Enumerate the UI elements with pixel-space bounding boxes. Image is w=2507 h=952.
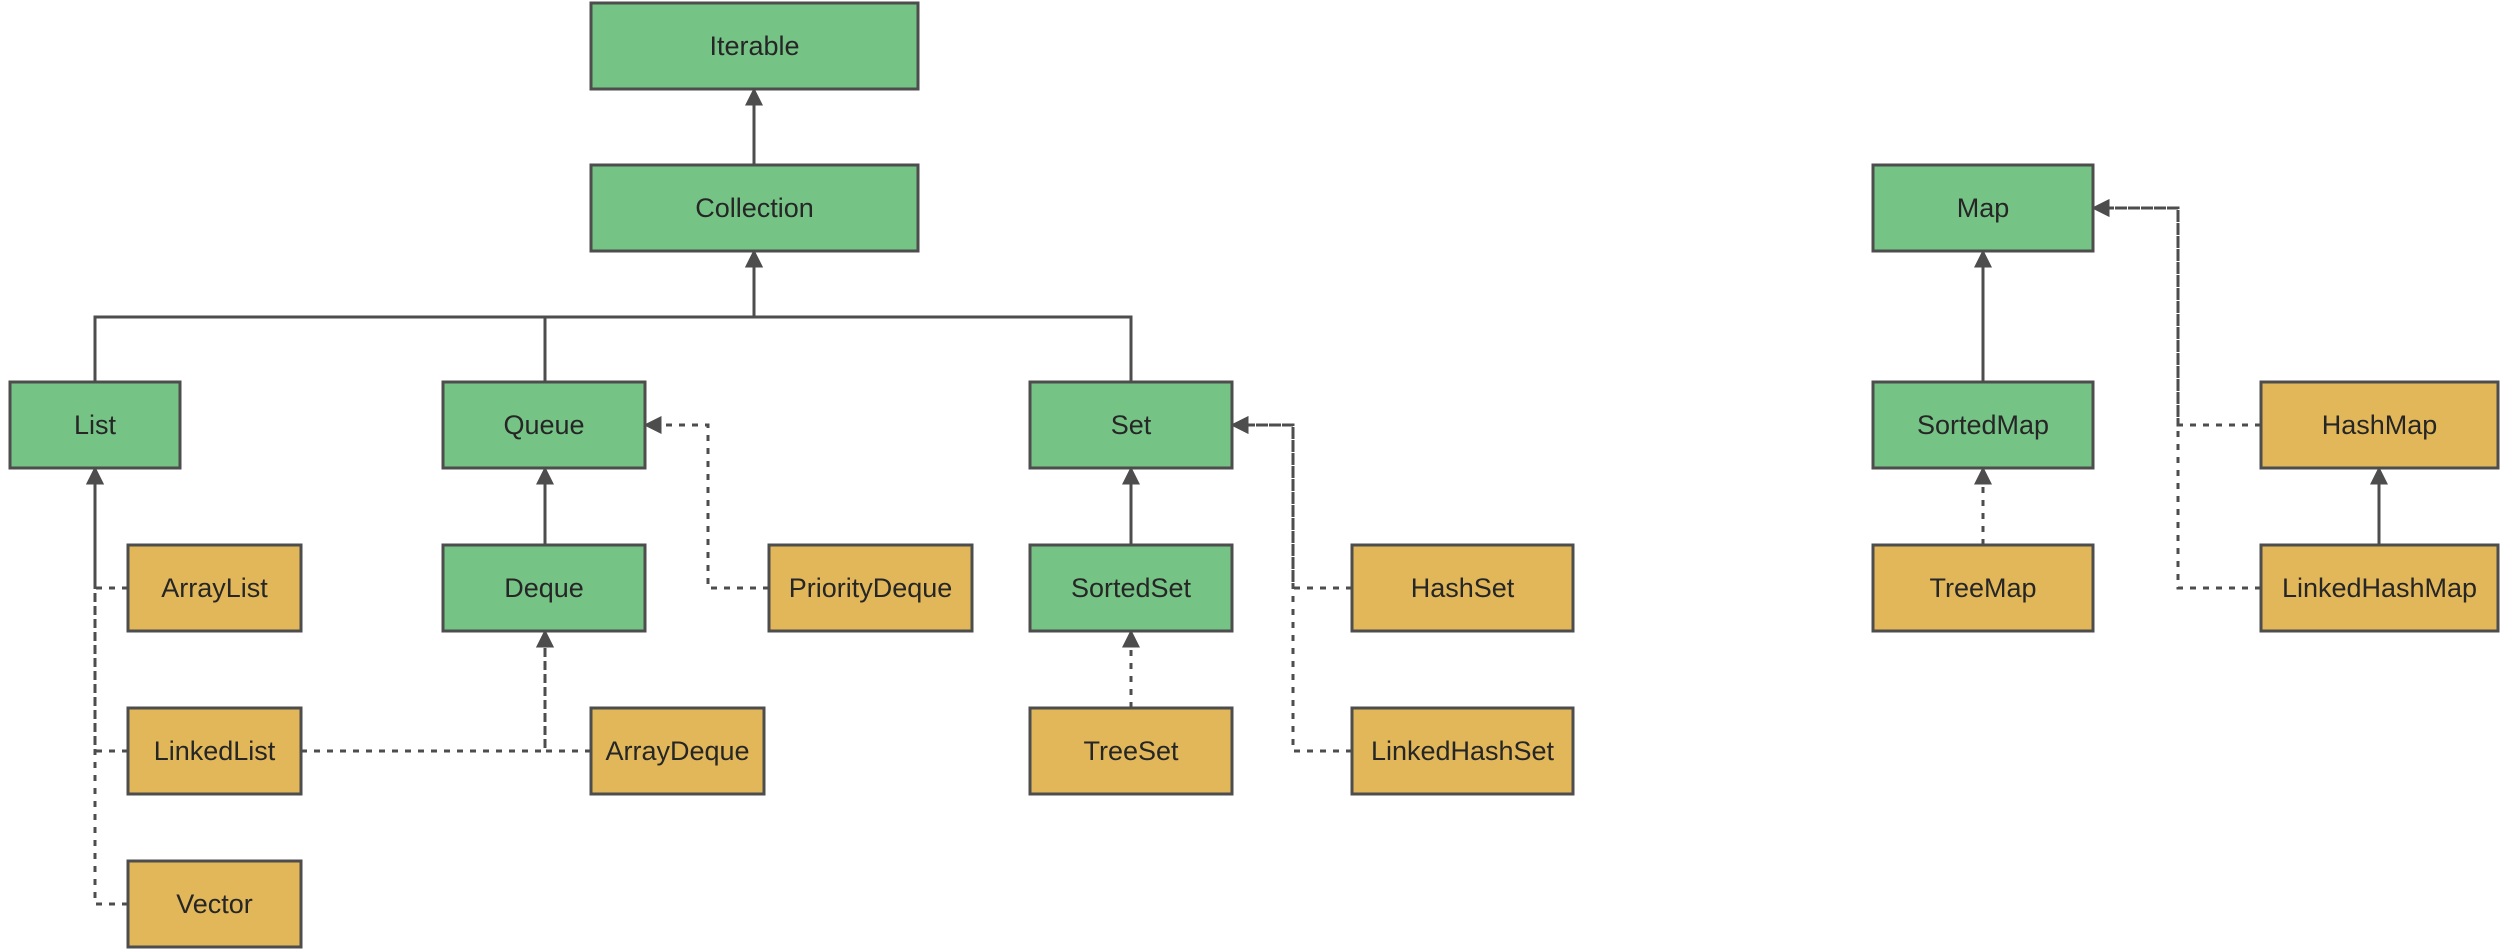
node-label-deque: Deque: [504, 573, 584, 603]
node-map: Map: [1871, 163, 2095, 253]
node-label-sortedmap: SortedMap: [1917, 410, 2049, 440]
node-arraylist: ArrayList: [126, 543, 303, 633]
node-box-treemap: [1871, 543, 2095, 633]
node-sortedmap: SortedMap: [1871, 380, 2095, 470]
node-box-collection: [589, 163, 920, 253]
node-queue: Queue: [441, 380, 647, 470]
node-iterable: Iterable: [589, 1, 920, 91]
node-label-linkedhashmap: LinkedHashMap: [2282, 573, 2477, 603]
node-box-treeset: [1028, 706, 1234, 796]
node-box-linkedhashset: [1350, 706, 1575, 796]
edge-arraylist-to-list: [86, 466, 128, 590]
node-box-list: [8, 380, 182, 470]
node-label-prioritydeque: PriorityDeque: [789, 573, 953, 603]
node-prioritydeque: PriorityDeque: [767, 543, 974, 633]
node-label-sortedset: SortedSet: [1071, 573, 1192, 603]
edge-set-to-collection: [745, 249, 1133, 382]
edge-vector-to-list: [86, 466, 128, 906]
edge-queue-to-collection: [543, 249, 763, 382]
node-box-sortedset: [1028, 543, 1234, 633]
edge-prioritydeque-to-queue: [643, 416, 769, 590]
edge-hashset-to-set: [1230, 416, 1352, 590]
node-collection: Collection: [589, 163, 920, 253]
node-box-iterable: [589, 1, 920, 91]
node-linkedlist: LinkedList: [126, 706, 303, 796]
node-box-linkedlist: [126, 706, 303, 796]
node-sortedset: SortedSet: [1028, 543, 1234, 633]
node-treeset: TreeSet: [1028, 706, 1234, 796]
node-label-vector: Vector: [176, 889, 253, 919]
node-box-prioritydeque: [767, 543, 974, 633]
node-label-linkedhashset: LinkedHashSet: [1371, 736, 1555, 766]
node-box-sortedmap: [1871, 380, 2095, 470]
node-treemap: TreeMap: [1871, 543, 2095, 633]
node-box-arraydeque: [589, 706, 766, 796]
node-label-treemap: TreeMap: [1929, 573, 2036, 603]
node-label-set: Set: [1111, 410, 1152, 440]
node-label-hashmap: HashMap: [2322, 410, 2438, 440]
node-box-queue: [441, 380, 647, 470]
node-label-treeset: TreeSet: [1083, 736, 1179, 766]
edge-linkedlist-to-list: [86, 466, 128, 753]
node-label-linkedlist: LinkedList: [154, 736, 276, 766]
node-label-list: List: [74, 410, 117, 440]
edge-arraydeque-to-deque: [536, 629, 591, 753]
node-label-iterable: Iterable: [709, 31, 799, 61]
node-set: Set: [1028, 380, 1234, 470]
node-box-hashmap: [2259, 380, 2500, 470]
node-box-hashset: [1350, 543, 1575, 633]
edge-linkedhashset-to-set: [1230, 416, 1352, 753]
edge-linkedhashmap-to-map: [2091, 199, 2261, 590]
edge-hashmap-to-map: [2091, 199, 2261, 427]
node-box-linkedhashmap: [2259, 543, 2500, 633]
node-label-arraylist: ArrayList: [161, 573, 268, 603]
node-label-arraydeque: ArrayDeque: [605, 736, 749, 766]
edge-linkedlist-to-deque: [301, 629, 554, 753]
node-label-map: Map: [1957, 193, 2010, 223]
node-hashset: HashSet: [1350, 543, 1575, 633]
node-label-queue: Queue: [503, 410, 584, 440]
node-arraydeque: ArrayDeque: [589, 706, 766, 796]
node-linkedhashset: LinkedHashSet: [1350, 706, 1575, 796]
node-label-collection: Collection: [695, 193, 814, 223]
node-label-hashset: HashSet: [1411, 573, 1515, 603]
node-box-vector: [126, 859, 303, 949]
node-deque: Deque: [441, 543, 647, 633]
edges-layer: [86, 87, 2388, 906]
node-list: List: [8, 380, 182, 470]
node-linkedhashmap: LinkedHashMap: [2259, 543, 2500, 633]
node-box-map: [1871, 163, 2095, 253]
node-hashmap: HashMap: [2259, 380, 2500, 470]
node-box-arraylist: [126, 543, 303, 633]
node-box-deque: [441, 543, 647, 633]
node-vector: Vector: [126, 859, 303, 949]
node-box-set: [1028, 380, 1234, 470]
